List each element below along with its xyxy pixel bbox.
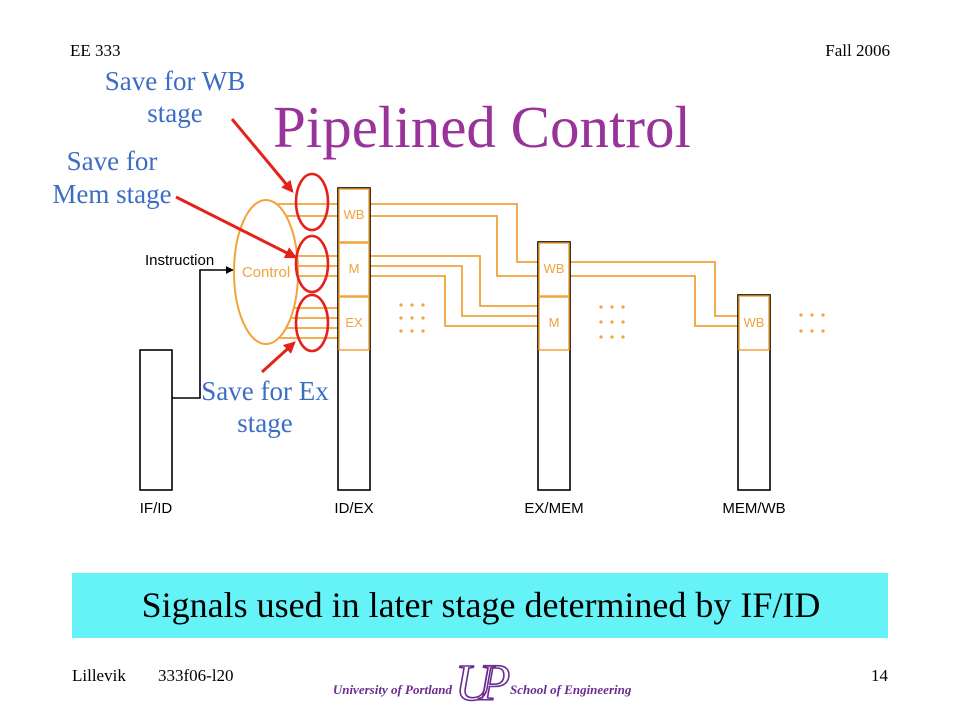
wire-idex-wb-2 xyxy=(370,215,538,277)
wire-exmem-wb-2 xyxy=(570,275,738,327)
id-ex-field-ex-label: EX xyxy=(345,315,363,330)
dot xyxy=(799,313,803,317)
term-label: Fall 2006 xyxy=(825,41,890,60)
annotation-ex-line-1: Save for Ex xyxy=(201,376,329,406)
dot xyxy=(621,320,625,324)
dot xyxy=(621,335,625,339)
university-logo: University of Portland UP School of Engi… xyxy=(333,654,632,713)
dot xyxy=(610,305,614,309)
idex-ex-continuation-dots xyxy=(399,303,425,333)
dot xyxy=(410,303,414,307)
register-if-id-body xyxy=(139,349,173,491)
ex-mem-field-m-label: M xyxy=(549,315,560,330)
wire-idex-m-1 xyxy=(370,255,538,307)
register-ex-mem: WB M EX/MEM xyxy=(524,241,584,517)
dot xyxy=(410,316,414,320)
arrow-ex xyxy=(260,341,296,374)
dot xyxy=(421,316,425,320)
id-ex-field-ex xyxy=(338,296,370,351)
dot xyxy=(810,313,814,317)
annotation-mem: Save for Mem stage xyxy=(52,146,171,209)
course-label: EE 333 xyxy=(70,41,121,60)
ex-mem-field-wb-label: WB xyxy=(544,261,565,276)
wire-idex-m-2 xyxy=(370,265,538,317)
exmem-m-continuation-dots xyxy=(599,305,625,339)
annotation-wb-line-2: stage xyxy=(147,98,202,128)
id-ex-field-m xyxy=(338,242,370,297)
highlight-ring-ex xyxy=(294,293,330,353)
register-ex-mem-label: EX/MEM xyxy=(524,500,583,517)
dot xyxy=(610,335,614,339)
arrow-mem xyxy=(175,195,298,259)
dot xyxy=(621,305,625,309)
dot xyxy=(599,305,603,309)
mem-wb-field-wb xyxy=(738,295,770,351)
register-id-ex-label: ID/EX xyxy=(334,500,373,517)
register-if-id: IF/ID xyxy=(139,349,173,517)
callout-box xyxy=(72,573,888,638)
annotation-wb-line-1: Save for WB xyxy=(105,66,245,96)
dot xyxy=(599,335,603,339)
id-ex-field-wb xyxy=(338,188,370,243)
register-id-ex: WB M EX ID/EX xyxy=(334,187,374,517)
dot xyxy=(399,303,403,307)
dot xyxy=(399,329,403,333)
dot xyxy=(799,329,803,333)
ex-mem-field-wb xyxy=(538,242,570,297)
annotation-wb: Save for WB stage xyxy=(105,66,245,128)
dot xyxy=(410,329,414,333)
footer-author: Lillevik xyxy=(72,666,126,685)
instruction-label: Instruction xyxy=(145,252,214,269)
exmem-to-memwb-wires xyxy=(570,261,738,327)
dot xyxy=(610,320,614,324)
register-mem-wb: WB MEM/WB xyxy=(722,294,786,517)
annotation-mem-line-1: Save for xyxy=(67,146,158,176)
footer-page-number: 14 xyxy=(871,666,889,685)
dot xyxy=(599,320,603,324)
dot xyxy=(810,329,814,333)
control-unit xyxy=(233,199,299,345)
annotation-mem-line-2: Mem stage xyxy=(52,179,171,209)
register-id-ex-body xyxy=(337,187,371,491)
wire-idex-wb-1 xyxy=(370,203,538,263)
ex-mem-field-m xyxy=(538,296,570,351)
register-ex-mem-body xyxy=(537,241,571,491)
logo-school-text: School of Engineering xyxy=(510,682,632,697)
control-label: Control xyxy=(242,264,290,281)
arrow-wb xyxy=(230,118,294,193)
dot xyxy=(421,329,425,333)
logo-university-text: University of Portland xyxy=(333,682,453,697)
dot xyxy=(821,313,825,317)
highlight-ring-mem xyxy=(294,234,330,294)
id-ex-field-wb-label: WB xyxy=(344,207,365,222)
register-mem-wb-label: MEM/WB xyxy=(722,500,785,517)
callout-text: Signals used in later stage determined b… xyxy=(142,585,821,625)
slide-title: Pipelined Control xyxy=(273,94,691,160)
annotation-ex: Save for Ex stage xyxy=(201,376,329,438)
instruction-wire xyxy=(172,266,234,399)
dot xyxy=(421,303,425,307)
highlight-ring-wb xyxy=(294,172,330,232)
footer-file-id: 333f06-l20 xyxy=(158,666,234,685)
idex-to-exmem-wires xyxy=(370,203,538,327)
register-if-id-label: IF/ID xyxy=(140,500,173,517)
wire-idex-m-3 xyxy=(370,275,538,327)
mem-wb-field-wb-label: WB xyxy=(744,315,765,330)
id-ex-field-m-label: M xyxy=(349,261,360,276)
dot xyxy=(399,316,403,320)
register-mem-wb-body xyxy=(737,294,771,491)
wire-exmem-wb-1 xyxy=(570,261,738,317)
logo-up-mark: UP xyxy=(455,655,510,712)
memwb-wb-continuation-dots xyxy=(799,313,825,333)
annotation-ex-line-2: stage xyxy=(237,408,292,438)
dot xyxy=(821,329,825,333)
